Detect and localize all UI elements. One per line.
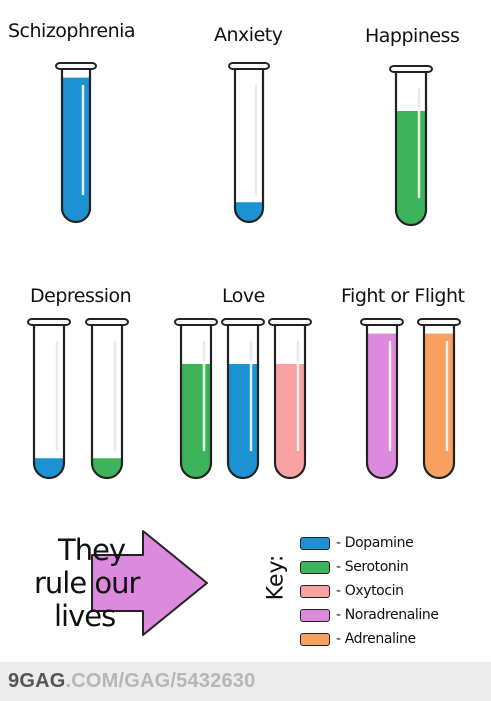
tube-body: [422, 326, 456, 480]
footer-watermark[interactable]: 9GAG.COM/GAG/5432630: [8, 670, 255, 693]
footer-brand: 9GAG: [8, 670, 66, 692]
tube-svg: [417, 318, 461, 480]
tube-body: [273, 326, 307, 480]
tube-svg: [27, 318, 71, 480]
tube-body: [90, 326, 124, 480]
key-item-serotonin: - Serotonin: [300, 555, 439, 579]
tube-svg: [221, 318, 265, 480]
key-swatch-oxytocin: [300, 584, 330, 598]
tube-body: [365, 326, 399, 480]
tube-svg: [85, 318, 129, 480]
tube-lip: [268, 318, 312, 326]
title-schizophrenia: Schizophrenia: [8, 20, 136, 42]
tube-liquid: [181, 364, 211, 478]
tube-body: [32, 326, 66, 480]
arrow-text-line2: rule our: [34, 566, 140, 600]
tube-liquid: [424, 333, 454, 478]
arrow-text-line1: They: [58, 533, 126, 567]
tube-svg: [389, 65, 433, 227]
tube-lip: [417, 318, 461, 326]
tube-love-dopamine: [221, 318, 265, 480]
key-swatch-dopamine: [300, 536, 330, 550]
key-label-oxytocin: - Oxytocin: [336, 583, 404, 599]
tube-liquid: [235, 202, 263, 222]
tube-anxiety-dopamine: [228, 62, 270, 224]
arrow-text-line3: lives: [54, 599, 116, 633]
tube-svg: [360, 318, 404, 480]
tube-svg: [268, 318, 312, 480]
key-title: Key:: [263, 554, 289, 601]
key-swatch-adrenaline: [300, 632, 330, 646]
tube-schizophrenia-dopamine: [55, 62, 97, 224]
key-label-serotonin: - Serotonin: [336, 559, 409, 575]
tube-liquid: [34, 458, 64, 478]
tube-body: [60, 70, 92, 224]
key-item-dopamine: - Dopamine: [300, 531, 439, 555]
footer-url: .COM/GAG/5432630: [65, 670, 256, 692]
key-label-noradrenaline: - Noradrenaline: [336, 607, 439, 623]
tube-body: [394, 73, 428, 227]
key-swatch-noradrenaline: [300, 608, 330, 622]
tube-svg: [55, 62, 97, 224]
key-item-adrenaline: - Adrenaline: [300, 627, 439, 651]
tube-body: [179, 326, 213, 480]
tube-liquid: [367, 333, 397, 478]
tube-svg: [228, 62, 270, 224]
key-item-oxytocin: - Oxytocin: [300, 579, 439, 603]
footer-bar: 9GAG.COM/GAG/5432630: [0, 662, 491, 701]
tube-depression-dopamine: [27, 318, 71, 480]
key-swatch-serotonin: [300, 560, 330, 574]
tube-love-oxytocin: [268, 318, 312, 480]
tube-body: [226, 326, 260, 480]
title-love: Love: [222, 285, 265, 307]
tube-liquid: [396, 111, 426, 225]
tube-lip: [221, 318, 265, 326]
key-label-dopamine: - Dopamine: [336, 535, 414, 551]
tube-fight-adrenaline: [417, 318, 461, 480]
tube-love-serotonin: [174, 318, 218, 480]
title-anxiety: Anxiety: [214, 24, 283, 46]
tube-liquid: [275, 364, 305, 478]
title-depression: Depression: [30, 285, 132, 307]
tube-lip: [55, 62, 97, 70]
tube-body: [233, 70, 265, 224]
tube-lip: [228, 62, 270, 70]
key-item-noradrenaline: - Noradrenaline: [300, 603, 439, 627]
tube-lip: [85, 318, 129, 326]
arrow-shape: [91, 530, 208, 636]
title-fight-or-flight: Fight or Flight: [341, 285, 465, 307]
tube-liquid: [62, 77, 90, 222]
title-happiness: Happiness: [365, 25, 460, 47]
arrow-text: They rule our lives: [34, 533, 166, 633]
tube-lip: [27, 318, 71, 326]
tube-liquid: [92, 458, 122, 478]
tube-lip: [389, 65, 433, 73]
tube-liquid: [228, 364, 258, 478]
tube-svg: [174, 318, 218, 480]
key-label-adrenaline: - Adrenaline: [336, 631, 416, 647]
tube-happiness-serotonin: [389, 65, 433, 227]
tube-lip: [174, 318, 218, 326]
tube-depression-serotonin: [85, 318, 129, 480]
tube-lip: [360, 318, 404, 326]
tube-fight-noradrenaline: [360, 318, 404, 480]
key-list: - Dopamine - Serotonin - Oxytocin - Nora…: [300, 531, 439, 651]
